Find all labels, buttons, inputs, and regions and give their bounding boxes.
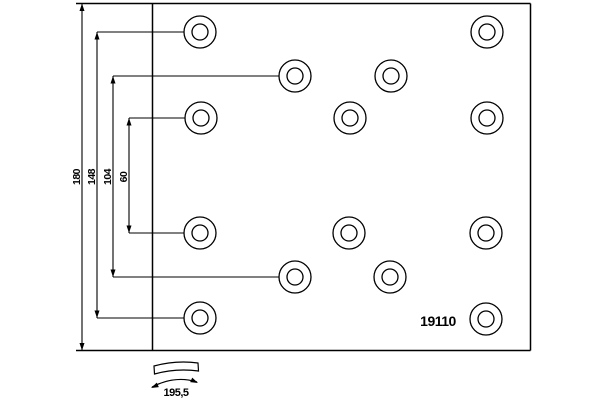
rivet-hole (469, 216, 503, 250)
rivet-hole-outer (470, 101, 504, 135)
rivet-hole-inner (477, 224, 495, 242)
curved-band (153, 361, 200, 375)
rivet-hole (183, 301, 217, 335)
rivet-hole (332, 216, 366, 250)
rivet-hole-outer (183, 216, 217, 250)
rivet-hole (184, 101, 218, 135)
rivet-hole (470, 101, 504, 135)
rivet-hole-outer (373, 260, 407, 294)
rivet-hole-inner (191, 224, 209, 242)
rivet-hole-inner (478, 109, 496, 127)
leader-lines (97, 31, 279, 319)
rivet-hole (373, 260, 407, 294)
dimension-arrowhead (126, 225, 132, 233)
dimension-arrowhead (94, 32, 100, 40)
rivet-hole-inner (340, 224, 358, 242)
rivet-hole-inner (478, 23, 496, 41)
dimension-arrowhead (110, 76, 116, 84)
dimension-arrowhead (94, 310, 100, 318)
rivet-hole-inner (341, 109, 359, 127)
part-number-label: 19110 (420, 313, 456, 329)
dimension-arrowhead (151, 382, 159, 388)
arc-length-label: 195,5 (163, 387, 188, 399)
rivet-hole-inner (191, 23, 209, 41)
rivet-hole-inner (381, 268, 399, 286)
rivet-hole (470, 15, 504, 49)
rivet-hole-inner (191, 309, 209, 327)
rivet-hole-inner (382, 67, 400, 85)
dimension-value: 104 (102, 168, 114, 185)
rivet-hole-inner (286, 67, 304, 85)
dimension-value: 148 (86, 168, 98, 185)
rivet-hole-inner (477, 310, 495, 328)
dimension-value: 180 (71, 168, 83, 185)
rivet-hole-outer (184, 101, 218, 135)
rivet-hole (469, 302, 503, 336)
rivet-holes (183, 15, 504, 336)
rivet-hole-outer (469, 302, 503, 336)
rivet-hole-inner (192, 109, 210, 127)
curvature-symbol: 195,5 (151, 361, 200, 399)
dimension-arrowhead (190, 377, 198, 383)
rivet-hole-outer (332, 216, 366, 250)
rivet-hole (183, 15, 217, 49)
rivet-hole-outer (374, 59, 408, 93)
rivet-hole (278, 59, 312, 93)
rivet-hole-inner (286, 268, 304, 286)
rivet-hole (333, 101, 367, 135)
rivet-hole-outer (470, 15, 504, 49)
rivet-hole-outer (469, 216, 503, 250)
rivet-hole-outer (183, 301, 217, 335)
dimension-arrowhead (79, 343, 85, 351)
rivet-hole-outer (183, 15, 217, 49)
rivet-hole-outer (278, 260, 312, 294)
rivet-hole-outer (278, 59, 312, 93)
lining-plate-outline (76, 2, 532, 352)
rivet-hole (374, 59, 408, 93)
rivet-hole (278, 260, 312, 294)
dimension-value: 60 (118, 171, 130, 182)
rivet-hole-outer (333, 101, 367, 135)
dimension-arrowhead (110, 269, 116, 277)
dimension-arrowhead (79, 3, 85, 11)
dimension-arrowhead (126, 118, 132, 126)
rivet-hole (183, 216, 217, 250)
arc-dimension-curve (151, 378, 198, 388)
